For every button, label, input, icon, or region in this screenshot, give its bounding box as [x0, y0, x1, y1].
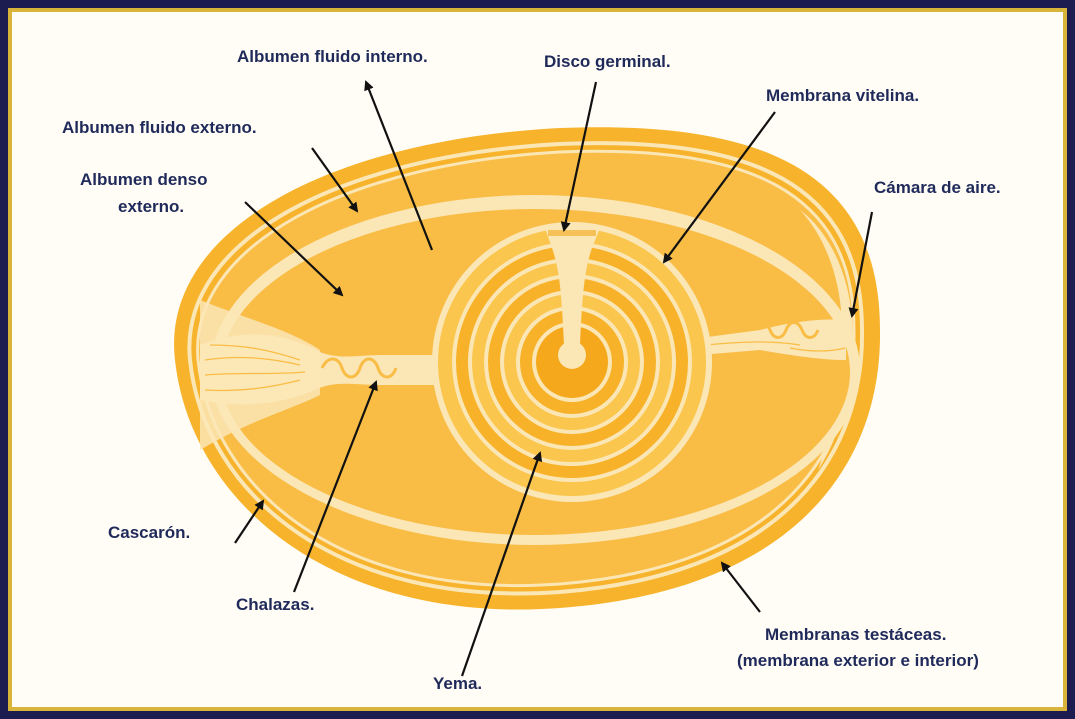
label-albumen-denso-externo-line2: externo.: [118, 197, 184, 216]
label-albumen-fluido-interno: Albumen fluido interno.: [237, 47, 428, 66]
label-membranas-testaceas-line1: Membranas testáceas.: [765, 625, 946, 644]
label-membrana-vitelina: Membrana vitelina.: [766, 86, 919, 105]
label-yema: Yema.: [433, 674, 482, 693]
label-camara-de-aire: Cámara de aire.: [874, 178, 1001, 197]
latebra-center: [558, 341, 586, 369]
label-disco-germinal: Disco germinal.: [544, 52, 671, 71]
label-chalazas: Chalazas.: [236, 595, 314, 614]
arrow-membranas-testaceas: [722, 563, 760, 612]
label-cascaron: Cascarón.: [108, 523, 190, 542]
germinal-disc: [548, 230, 596, 236]
label-membranas-testaceas-line2: (membrana exterior e interior): [737, 651, 979, 670]
label-albumen-denso-externo-line1: Albumen denso: [80, 170, 208, 189]
egg: [174, 127, 880, 609]
label-albumen-fluido-externo: Albumen fluido externo.: [62, 118, 257, 137]
